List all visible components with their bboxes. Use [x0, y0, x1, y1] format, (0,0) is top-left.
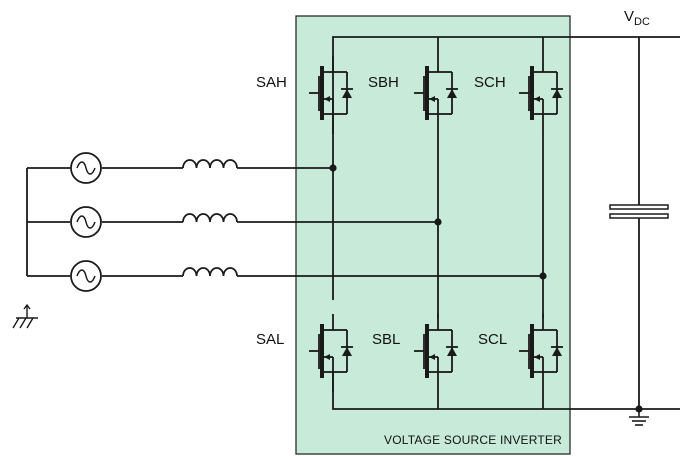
ac-source-b — [70, 206, 102, 238]
ac-source-c — [70, 260, 102, 292]
inductor-b — [182, 213, 238, 223]
ground-icon — [629, 409, 649, 426]
label-scl: SCL — [478, 331, 507, 348]
vdc-label: VDC — [624, 8, 650, 28]
inductor-c — [182, 267, 238, 277]
inductor-a — [182, 159, 238, 169]
label-sch: SCH — [474, 74, 506, 91]
label-sah: SAH — [256, 74, 287, 91]
label-sal: SAL — [256, 331, 284, 348]
junction-c — [539, 272, 547, 280]
junction-a — [329, 164, 337, 172]
label-sbl: SBL — [372, 331, 400, 348]
junction-b — [434, 218, 442, 226]
phase-wires — [26, 167, 543, 277]
ac-source-a — [70, 152, 102, 184]
dc-capacitor — [609, 37, 669, 409]
label-sbh: SBH — [368, 74, 399, 91]
chassis-ground-icon — [12, 303, 38, 329]
inverter-label: VOLTAGE SOURCE INVERTER — [384, 433, 562, 447]
bridge-legs — [332, 114, 544, 318]
